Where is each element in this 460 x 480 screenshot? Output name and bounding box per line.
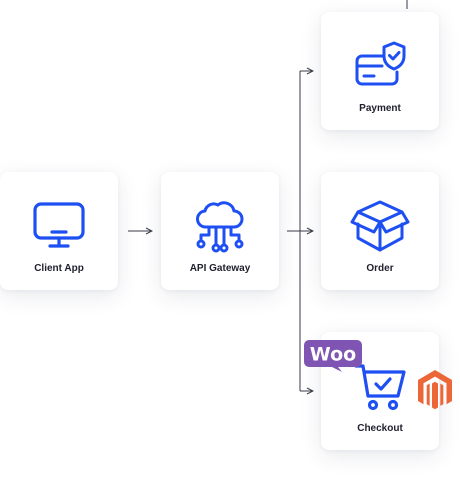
secure-card-icon (321, 36, 439, 96)
client-app-node: Client App (0, 172, 118, 290)
order-node: Order (321, 172, 439, 290)
magento-logo (418, 370, 452, 410)
cloud-network-icon (161, 196, 279, 256)
woocommerce-logo: Woo (304, 340, 362, 372)
woo-text: Woo (310, 344, 356, 366)
payment-node: Payment (321, 12, 439, 130)
client-app-label: Client App (34, 263, 84, 274)
checkout-label: Checkout (357, 423, 403, 434)
order-label: Order (366, 263, 394, 274)
open-box-icon (321, 196, 439, 256)
api-gateway-label: API Gateway (189, 263, 251, 274)
payment-label: Payment (359, 103, 401, 114)
shopping-cart-icon (321, 356, 439, 416)
monitor-icon (0, 196, 118, 256)
api-gateway-node: API Gateway (161, 172, 279, 290)
